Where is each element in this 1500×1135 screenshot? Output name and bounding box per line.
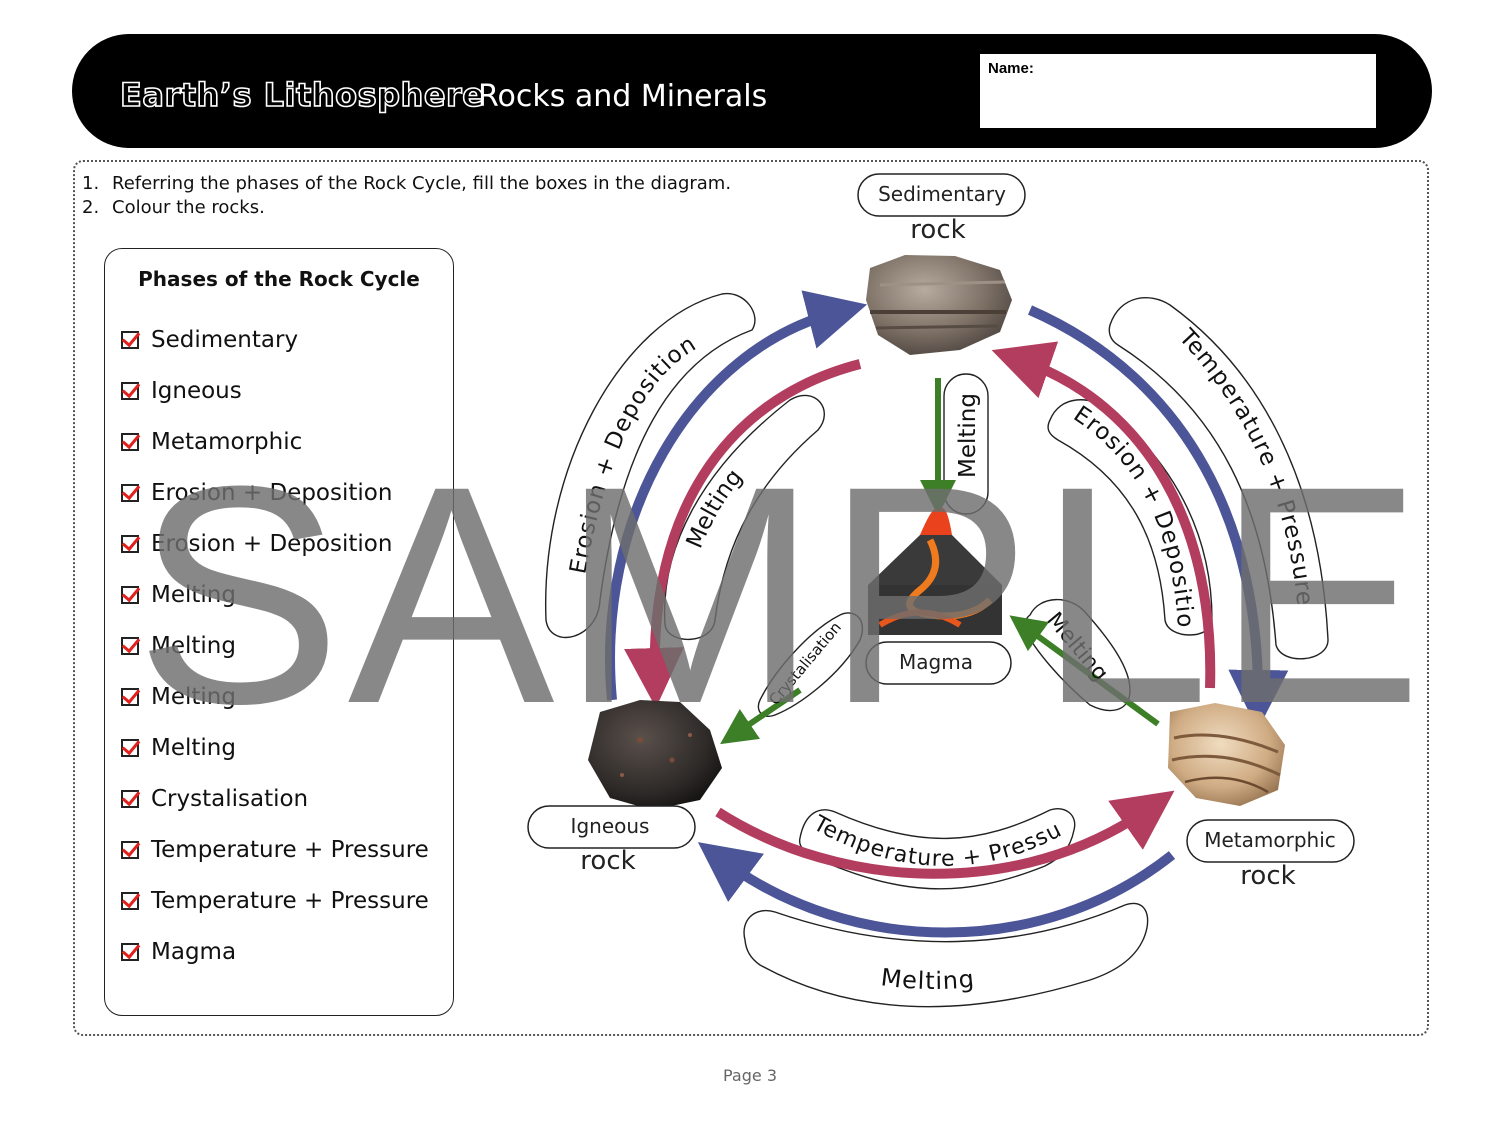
phase-label: Sedimentary — [151, 327, 299, 353]
phase-item: Sedimentary — [121, 327, 298, 353]
phase-item: Melting — [121, 633, 236, 659]
phase-item: Melting — [121, 684, 236, 710]
checkbox-icon[interactable] — [121, 841, 139, 859]
instruction-1: 1. Referring the phases of the Rock Cycl… — [82, 172, 731, 196]
label-bubble-melting-left — [663, 394, 825, 641]
red-arrow-sedimentary-to-igneous — [624, 359, 862, 708]
phase-label: Magma — [151, 939, 237, 965]
phase-label: Temperature + Pressure — [151, 888, 429, 914]
instruction-text: Colour the rocks. — [112, 197, 265, 218]
phase-label: Melting — [151, 684, 236, 710]
instruction-text: Referring the phases of the Rock Cycle, … — [112, 173, 732, 194]
phase-item: Melting — [121, 582, 236, 608]
red-arrow-igneous-to-metamorphic — [715, 790, 1175, 879]
label-bubble-melting-center — [943, 373, 989, 515]
checkbox-icon[interactable] — [121, 637, 139, 655]
phase-label: Metamorphic — [151, 429, 303, 455]
magma-box-label: Magma — [899, 650, 973, 674]
checkbox-icon[interactable] — [121, 739, 139, 757]
label-melting-center: Melting — [955, 393, 981, 478]
blue-arrow-igneous-to-sedimentary — [605, 290, 868, 701]
checkbox-icon[interactable] — [121, 535, 139, 553]
svg-text:Temperature + Pressure: Temperature + Pressure — [0, 0, 1065, 872]
phases-title: Phases of the Rock Cycle — [138, 267, 420, 291]
checkbox-icon[interactable] — [121, 943, 139, 961]
checkbox-icon[interactable] — [121, 790, 139, 808]
phase-item: Erosion + Deposition — [121, 531, 392, 557]
sedimentary-box[interactable]: Sedimentary — [857, 173, 1026, 217]
checkbox-icon[interactable] — [121, 688, 139, 706]
phases-box: Phases of the Rock Cycle Sedimentary Ign… — [104, 248, 454, 1016]
phase-label: Temperature + Pressure — [151, 837, 429, 863]
checkbox-icon[interactable] — [121, 484, 139, 502]
checkbox-icon[interactable] — [121, 892, 139, 910]
checkbox-icon[interactable] — [121, 433, 139, 451]
label-erosion-left: Erosion + Deposition — [565, 331, 700, 576]
metamorphic-rock-label: rock — [1240, 861, 1295, 891]
svg-text:Melting: Melting — [682, 464, 748, 552]
instructions: 1. Referring the phases of the Rock Cycl… — [82, 172, 731, 220]
label-bubble-erosion-left — [545, 292, 756, 639]
green-arrow-metamorphic-to-magma — [1009, 615, 1160, 727]
phase-item: Igneous — [121, 378, 242, 404]
metamorphic-box-label: Metamorphic — [1204, 828, 1336, 852]
page-title: Rocks and Minerals — [478, 79, 768, 114]
red-arrow-metamorphic-to-sedimentary — [991, 341, 1216, 689]
checkbox-icon[interactable] — [121, 382, 139, 400]
page-number: Page 3 — [723, 1066, 777, 1085]
worksheet-panel — [73, 160, 1429, 1036]
label-bubble-crystalisation — [757, 612, 864, 717]
svg-text:Melting: Melting — [879, 963, 976, 995]
name-field[interactable]: Name: — [980, 54, 1376, 128]
metamorphic-rock-image — [1168, 703, 1285, 806]
phase-item: Melting — [121, 735, 236, 761]
volcano-magma-image — [868, 508, 1002, 635]
instruction-2: 2. Colour the rocks. — [82, 196, 731, 220]
phase-label: Igneous — [151, 378, 242, 404]
phase-item: Temperature + Pressure — [121, 837, 429, 863]
metamorphic-box[interactable]: Metamorphic — [1186, 819, 1355, 863]
sedimentary-rock-image — [866, 255, 1012, 355]
phase-item: Crystalisation — [121, 786, 308, 812]
label-crystalisation: Crystalisation — [765, 618, 845, 708]
phase-label: Crystalisation — [151, 786, 309, 812]
igneous-box[interactable]: Igneous — [527, 805, 696, 849]
phase-item: Metamorphic — [121, 429, 302, 455]
checkbox-icon[interactable] — [121, 586, 139, 604]
checkbox-icon[interactable] — [121, 331, 139, 349]
phase-label: Erosion + Deposition — [151, 480, 393, 506]
igneous-rock-image — [588, 700, 722, 810]
label-bubble-temp-bottom — [798, 808, 1076, 890]
phase-item: Temperature + Pressure — [121, 888, 429, 914]
phase-item: Erosion + Deposition — [121, 480, 392, 506]
green-arrow-magma-to-igneous — [720, 687, 802, 745]
topic-title: Earth’s Lithosphere — [119, 75, 485, 115]
phase-label: Melting — [151, 633, 236, 659]
label-temp-bottom: Temperature + Pressure — [0, 0, 1065, 872]
magma-box[interactable]: Magma — [865, 641, 1012, 685]
name-label: Name: — [988, 60, 1034, 77]
label-melting-left: Melting — [682, 464, 748, 552]
phase-label: Melting — [151, 582, 236, 608]
label-bubble-temp-right — [1108, 297, 1329, 660]
blue-arrow-metamorphic-to-igneous — [697, 842, 1176, 938]
instruction-number: 1. — [82, 173, 100, 194]
svg-text:Erosion + Deposition: Erosion + Deposition — [565, 331, 701, 576]
phase-label: Melting — [151, 735, 236, 761]
phase-item: Magma — [121, 939, 236, 965]
igneous-box-label: Igneous — [571, 814, 650, 838]
sedimentary-box-label: Sedimentary — [878, 182, 1006, 206]
label-bubble-melting-bottom — [743, 902, 1149, 1008]
label-melting-bottom: Melting — [879, 963, 975, 995]
sedimentary-rock-label: rock — [910, 215, 965, 245]
instruction-number: 2. — [82, 197, 100, 218]
header-banner: Earth’s Lithosphere Rocks and Minerals N… — [72, 34, 1432, 148]
blue-arrow-sedimentary-to-metamorphic — [1027, 305, 1289, 730]
phase-label: Erosion + Deposition — [151, 531, 393, 557]
igneous-rock-label: rock — [580, 846, 635, 876]
